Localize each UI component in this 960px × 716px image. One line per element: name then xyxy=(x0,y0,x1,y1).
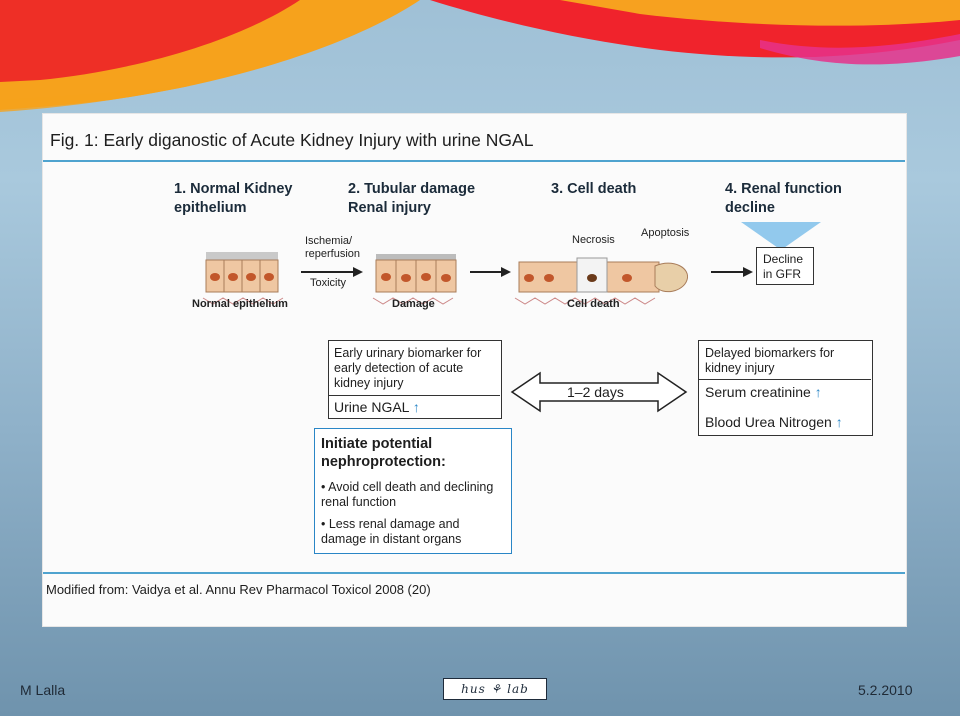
timeline-arrow xyxy=(510,371,688,413)
early-biomarker-box: Early urinary biomarker for early detect… xyxy=(328,340,502,419)
bullet-1: • Avoid cell death and declining renal f… xyxy=(321,480,494,509)
source-rule xyxy=(43,572,905,574)
toxicity-label: Toxicity xyxy=(310,277,347,289)
serum-creatinine-marker: Serum creatinine ↑ xyxy=(705,384,822,400)
step-2-heading: 2. Tubular damage Renal injury xyxy=(348,181,476,216)
footer-author: M Lalla xyxy=(20,682,66,698)
damage-label: Damage xyxy=(392,298,435,310)
decline-triangle xyxy=(741,222,821,250)
title-rule xyxy=(43,160,905,162)
figure-image: Fig. 1: Early diganostic of Acute Kidney… xyxy=(42,113,907,627)
nephroprotection-heading: Initiate potential nephroprotection: xyxy=(321,436,446,470)
footer-date: 5.2.2010 xyxy=(858,682,913,698)
decline-gfr-box: Decline in GFR xyxy=(756,247,814,285)
slide-header-decoration xyxy=(0,0,960,112)
huslab-logo: hus ⚘ lab xyxy=(443,678,547,700)
necrosis-label: Necrosis xyxy=(572,234,615,246)
early-biomarker-text: Early urinary biomarker for early detect… xyxy=(334,346,482,390)
cell-death-label: Cell death xyxy=(567,298,620,310)
up-arrow-icon: ↑ xyxy=(835,414,843,430)
delayed-biomarker-text: Delayed biomarkers for kidney injury xyxy=(705,346,835,375)
bullet-2: • Less renal damage and damage in distan… xyxy=(321,517,462,546)
bun-marker: Blood Urea Nitrogen ↑ xyxy=(705,414,843,430)
ischemia-label: Ischemia/ reperfusion xyxy=(305,235,361,260)
step-3-heading: 3. Cell death xyxy=(551,181,637,197)
step-1-heading: 1. Normal Kidney epithelium xyxy=(174,181,293,216)
step-4-heading: 4. Renal function decline xyxy=(725,181,842,216)
urine-ngal-marker: Urine NGAL ↑ xyxy=(334,399,420,415)
decline-gfr-text: Decline in GFR xyxy=(763,252,804,281)
normal-epithelium-label: Normal epithelium xyxy=(192,298,288,310)
figure-title: Fig. 1: Early diganostic of Acute Kidney… xyxy=(50,130,534,150)
apoptosis-label: Apoptosis xyxy=(641,227,690,239)
pathway-illustration xyxy=(202,222,821,305)
up-arrow-icon: ↑ xyxy=(412,399,420,415)
timeline-label: 1–2 days xyxy=(567,384,624,400)
damaged-epithelium-cells xyxy=(372,254,457,305)
cell-death-cells xyxy=(514,257,689,305)
normal-epithelium-cells xyxy=(202,252,284,305)
figure-source: Modified from: Vaidya et al. Annu Rev Ph… xyxy=(46,582,431,597)
up-arrow-icon: ↑ xyxy=(814,384,822,400)
nephroprotection-box: Initiate potential nephroprotection: • A… xyxy=(314,428,512,554)
delayed-biomarker-box: Delayed biomarkers for kidney injury Ser… xyxy=(698,340,873,436)
